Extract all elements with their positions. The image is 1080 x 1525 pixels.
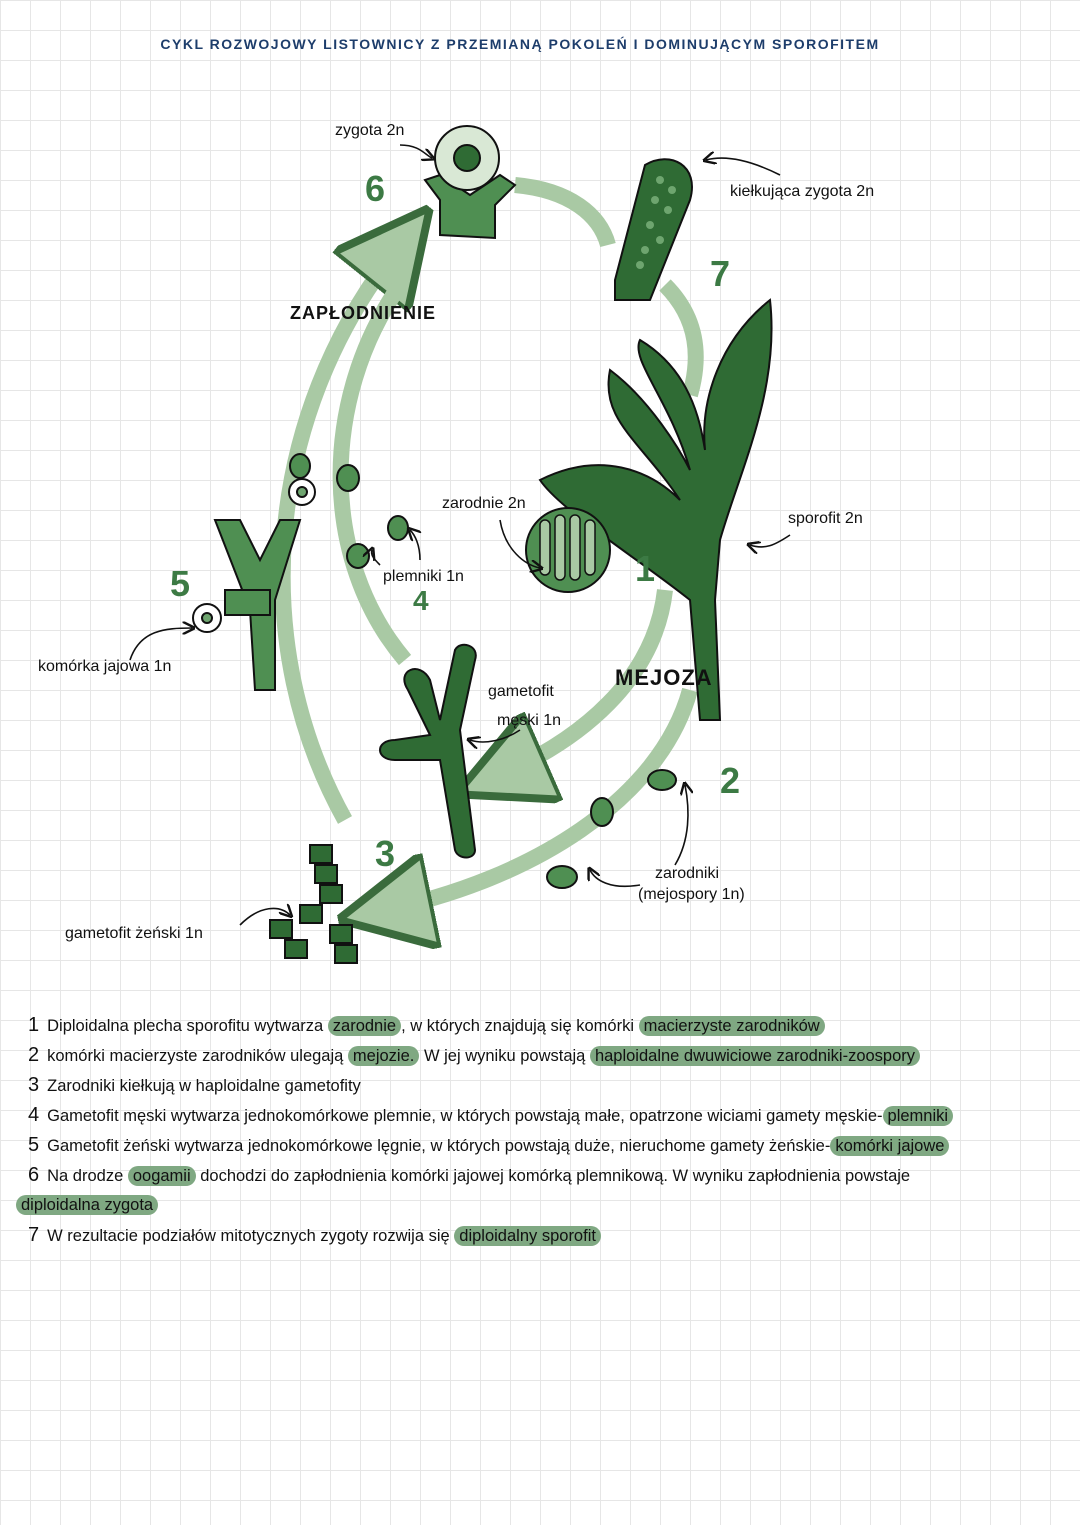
sporangia-icon [525, 507, 611, 593]
note-number: 2 [28, 1044, 40, 1066]
highlighted-term: komórki jajowe [830, 1136, 950, 1156]
life-cycle-diagram [129, 125, 791, 964]
stage-number-3: 3 [375, 833, 396, 874]
note-text: dochodzi do zapłodnienia komórki jajowej… [195, 1167, 911, 1185]
male-gametophyte-icon [379, 643, 477, 859]
note-number: 7 [28, 1224, 40, 1246]
highlighted-term: macierzyste zarodników [638, 1016, 825, 1036]
note-line: 3 Zarodniki kiełkują w haploidalne gameto… [28, 1070, 1073, 1100]
stage-number-2: 2 [720, 760, 741, 801]
note-text: Zarodniki kiełkują w haploidalne gametof… [47, 1077, 361, 1095]
label-sperm: plemniki 1n [383, 568, 464, 585]
arrow-meiosis-female [385, 687, 698, 910]
highlighted-term: plemniki [882, 1106, 954, 1126]
note-line: 6 Na drodze oogamii dochodzi do zapłodnie… [28, 1160, 1073, 1190]
label-female-gametophyte: gametofit żeński 1n [65, 925, 203, 942]
note-line: 5 Gametofit żeński wytwarza jednokomórkow… [28, 1130, 1073, 1160]
highlighted-term: diploidalny sporofit [454, 1226, 601, 1246]
female-gametophyte-with-oogonia-icon [192, 453, 316, 691]
notes-list: 1 Diploidalna plecha sporofitu wytwarza z… [16, 1010, 1073, 1250]
note-text: Gametofit męski wytwarza jednokomórkowe … [47, 1107, 883, 1125]
note-number: 1 [28, 1014, 40, 1036]
highlighted-term: zarodnie [327, 1016, 402, 1036]
sporophyte-icon [538, 298, 773, 721]
highlighted-term: haploidalne dwuwiciowe zarodniki-zoospor… [589, 1046, 921, 1066]
note-text: Gametofit żeński wytwarza jednokomórkowe… [47, 1137, 831, 1155]
germinating-zygote-icon [614, 158, 693, 301]
arrow-7-to-sporophyte [659, 279, 704, 398]
label-male-gametophyte-2: męski 1n [497, 712, 562, 729]
page-title: CYKL ROZWOJOWY LISTOWNICY Z PRZEMIANĄ PO… [160, 36, 880, 52]
label-germinating-zygote: kiełkująca zygota 2n [730, 183, 875, 200]
female-gametophyte-icon [269, 844, 358, 964]
label-zoospores-1: zarodniki [655, 865, 720, 882]
note-number: 6 [28, 1164, 40, 1186]
label-fertilization: ZAPŁODNIENIE [290, 303, 437, 323]
stage-number-5: 5 [170, 563, 191, 604]
zygote-icon [423, 125, 517, 240]
note-number: 3 [28, 1074, 40, 1096]
note-text: W rezultacie podziałów mitotycznych zygo… [47, 1227, 455, 1245]
note-line: 1 Diploidalna plecha sporofitu wytwarza z… [28, 1010, 1073, 1040]
highlighted-term: diploidalna zygota [16, 1195, 159, 1215]
highlighted-term: mejozie. [347, 1046, 420, 1066]
label-male-gametophyte-1: gametofit [488, 683, 554, 700]
stage-number-1: 1 [635, 548, 656, 589]
arrow-meiosis-male [500, 589, 673, 775]
note-text: , w których znajdują się komórki [401, 1017, 639, 1035]
arrow-6-to-7 [514, 177, 616, 248]
note-number: 5 [28, 1134, 40, 1156]
label-zygote: zygota 2n [335, 122, 405, 139]
note-text: komórki macierzyste zarodników ulegają [47, 1047, 348, 1065]
stage-number-4: 4 [413, 585, 429, 616]
label-egg-cell: komórka jajowa 1n [38, 658, 172, 675]
note-line: 4 Gametofit męski wytwarza jednokomórkowe… [28, 1100, 1073, 1130]
note-text: Diploidalna plecha sporofitu wytwarza [47, 1017, 328, 1035]
note-number: 4 [28, 1104, 40, 1126]
pointer-arrows [129, 144, 791, 926]
stage-number-7: 7 [710, 253, 731, 294]
note-line: 7 W rezultacie podziałów mitotycznych zyg… [28, 1220, 1073, 1250]
zoospores-icon [546, 769, 677, 889]
label-sporophyte: sporofit 2n [788, 510, 863, 527]
label-sporangia: zarodnie 2n [442, 495, 526, 512]
stage-number-6: 6 [365, 168, 386, 209]
note-line: diploidalna zygota [16, 1190, 1073, 1220]
note-text: Na drodze [47, 1167, 128, 1185]
label-zoospores-2: (mejospory 1n) [638, 886, 745, 903]
label-meiosis: MEJOZA [615, 665, 713, 690]
note-text: W jej wyniku powstają [419, 1047, 590, 1065]
highlighted-term: oogamii [127, 1166, 196, 1186]
